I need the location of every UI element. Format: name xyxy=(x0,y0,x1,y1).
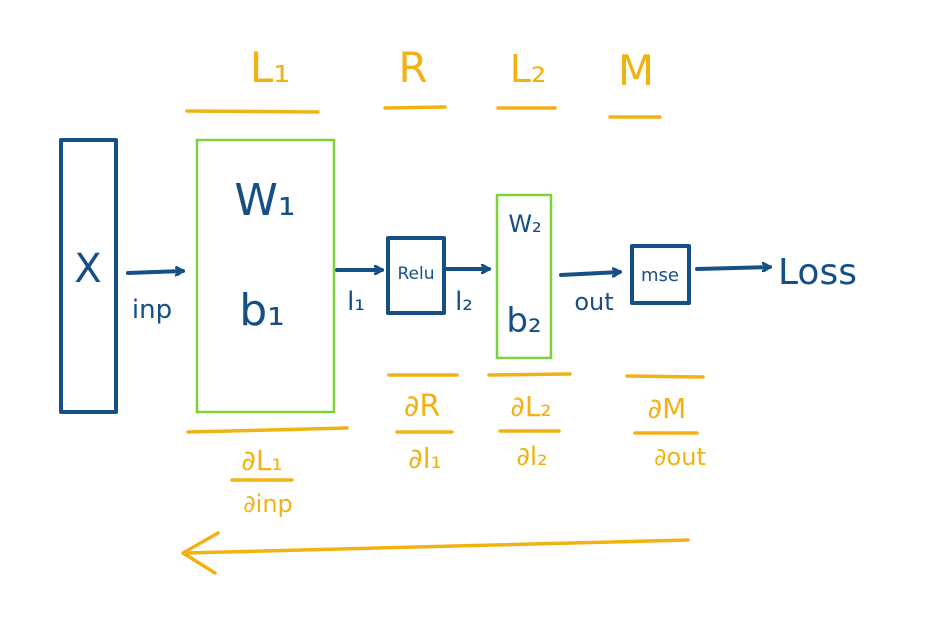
l1-label: l₁ xyxy=(347,287,365,317)
layer1-weight-label: W₁ xyxy=(234,175,295,226)
loss-arrow xyxy=(695,267,770,269)
layer2-box xyxy=(495,193,553,360)
grad-l2-denominator: ∂l₂ xyxy=(516,442,547,472)
grad-l1-numerator: ∂L₁ xyxy=(241,444,282,477)
grad-m-denominator: ∂out xyxy=(654,443,706,471)
grad-l1-denominator: ∂inp xyxy=(243,490,293,518)
grad-m-numerator: ∂M xyxy=(648,392,687,425)
relu-box xyxy=(386,236,446,315)
grad-l2-numerator: ∂L₂ xyxy=(510,390,551,423)
layer-label-l2: L₂ xyxy=(510,47,546,91)
inp-arrow xyxy=(126,271,183,273)
input-x-box xyxy=(59,138,118,414)
layer-label-r-underline xyxy=(383,105,447,110)
relu-label: Relu xyxy=(397,264,434,284)
out-label: out xyxy=(574,288,613,316)
input-x-label: X xyxy=(74,246,101,292)
mse-box xyxy=(630,244,691,305)
grad-l1-overline xyxy=(186,426,349,434)
grad-m-overline xyxy=(625,374,705,379)
grad-r-numerator: ∂R xyxy=(404,389,440,424)
layer1-bias-label: b₁ xyxy=(239,285,285,336)
layer-label-r: R xyxy=(398,43,427,92)
out-arrow xyxy=(559,272,620,275)
layer-label-l1: L₁ xyxy=(250,43,290,92)
loss-label: Loss xyxy=(778,252,857,293)
grad-l2-overline xyxy=(487,372,572,377)
backward-arrowhead xyxy=(181,531,220,575)
mse-label: mse xyxy=(641,265,679,286)
grad-r-denominator: ∂l₁ xyxy=(408,442,441,475)
backward-arrow xyxy=(183,538,690,555)
layer-label-m: M xyxy=(618,46,654,95)
layer2-weight-label: W₂ xyxy=(508,210,541,238)
layer2-bias-label: b₂ xyxy=(506,301,541,341)
inp-label: inp xyxy=(132,295,172,325)
l2-label: l₂ xyxy=(455,287,473,317)
layer1-box xyxy=(195,138,336,414)
layer-label-l1-underline xyxy=(185,109,320,114)
